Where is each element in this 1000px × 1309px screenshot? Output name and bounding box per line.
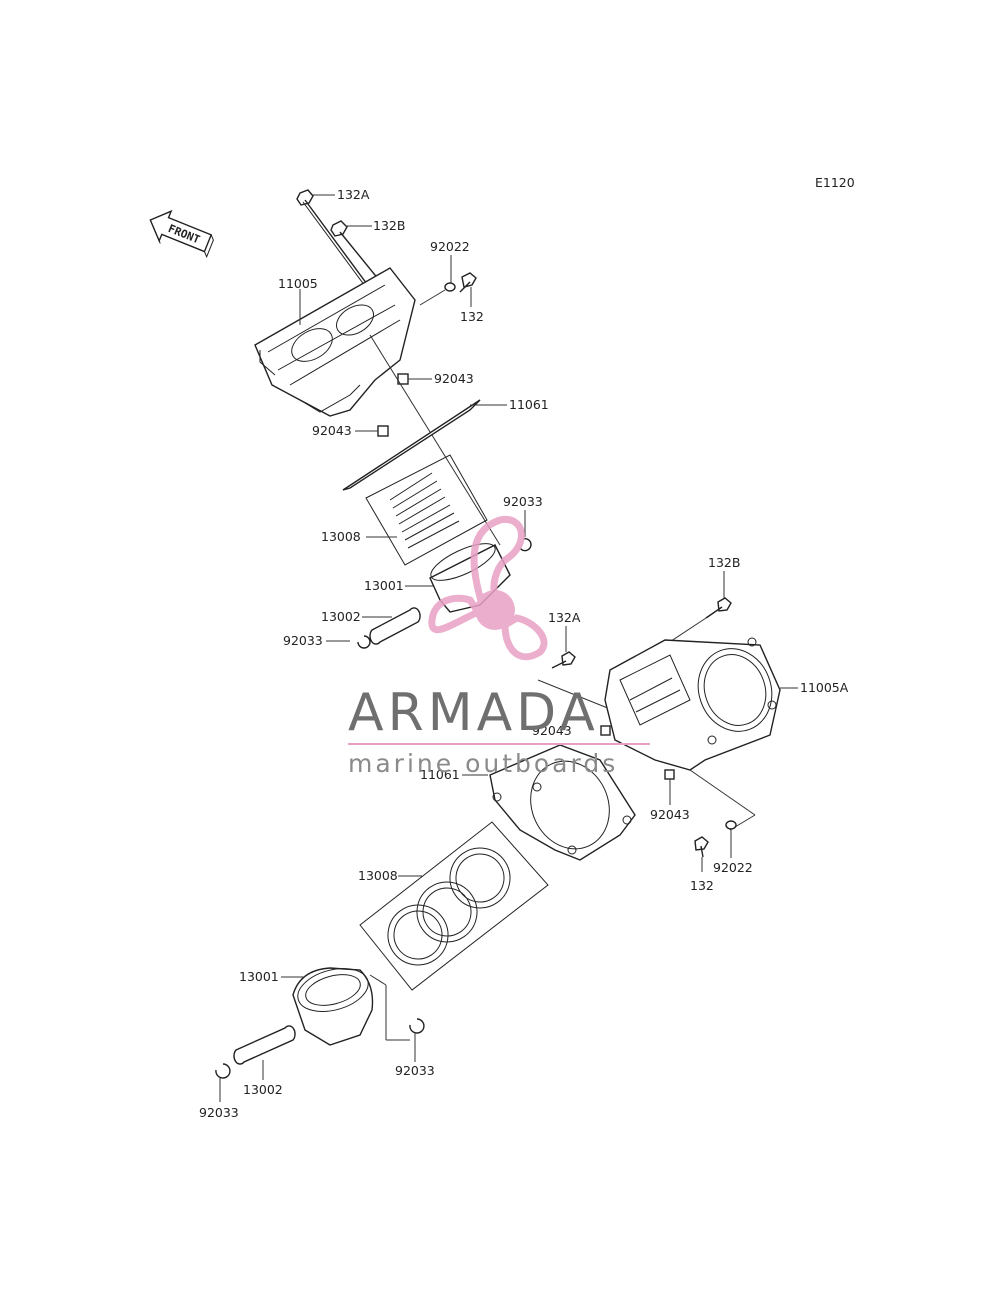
cylinder-11005A (604, 637, 798, 771)
dowel-92043-top-right (397, 373, 432, 385)
label-11005: 11005 (278, 276, 318, 291)
circlip-92033-low-right (409, 1018, 425, 1062)
label-13002-low: 13002 (243, 1082, 283, 1097)
watermark-tagline: marine outboards (348, 749, 618, 778)
label-92022-top: 92022 (430, 239, 470, 254)
front-arrow-icon: FRONT (149, 209, 214, 259)
washer-92022-low (725, 820, 737, 858)
label-13001-low: 13001 (239, 969, 279, 984)
watermark-brand: ARMADA (348, 683, 599, 743)
circlip-92033-top-left (326, 635, 371, 649)
diagram-code: E1120 (815, 175, 855, 190)
bolt-132-low (694, 836, 709, 872)
bolt-132-top (459, 272, 477, 307)
label-132B-top: 132B (373, 218, 405, 233)
label-11061-top: 11061 (509, 397, 549, 412)
label-13002-top: 13002 (321, 609, 361, 624)
label-92043-mid: 92043 (532, 723, 572, 738)
label-132-top: 132 (460, 309, 484, 324)
cylinder-11005 (254, 267, 416, 417)
piston-ring-set-13008-top (365, 454, 488, 566)
dowel-92043-top-left (355, 425, 389, 437)
label-132A-mid: 132A (548, 610, 581, 625)
label-132B-right: 132B (708, 555, 740, 570)
label-92033-low-left: 92033 (199, 1105, 239, 1120)
label-13008-low: 13008 (358, 868, 398, 883)
bolt-132A-mid (537, 626, 626, 716)
label-92043-low: 92043 (650, 807, 690, 822)
label-13008-top: 13008 (321, 529, 361, 544)
gasket-11061-top (342, 399, 507, 491)
label-92043-top-right: 92043 (434, 371, 474, 386)
label-11061-mid: 11061 (420, 767, 460, 782)
label-92033-top: 92033 (503, 494, 543, 509)
label-92043-top-left: 92043 (312, 423, 352, 438)
dowel-92043-mid (600, 725, 611, 736)
piston-pin-13002-top (362, 607, 421, 645)
label-92033-low-right: 92033 (395, 1063, 435, 1078)
label-132-low: 132 (690, 878, 714, 893)
label-13001-top: 13001 (364, 578, 404, 593)
piston-pin-13002-low (233, 1025, 296, 1080)
washer-92022-top (444, 255, 456, 292)
label-92033-top-left: 92033 (283, 633, 323, 648)
label-92022-low: 92022 (713, 860, 753, 875)
piston-13001-low (281, 967, 410, 1046)
propeller-logo-icon (428, 516, 548, 661)
gasket-11061-mid (462, 744, 636, 861)
circlip-92033-low-left (215, 1063, 231, 1102)
label-11005A: 11005A (800, 680, 849, 695)
dowel-92043-low (664, 769, 675, 805)
piston-ring-set-13008-low (359, 821, 549, 991)
label-132A-top: 132A (337, 187, 370, 202)
